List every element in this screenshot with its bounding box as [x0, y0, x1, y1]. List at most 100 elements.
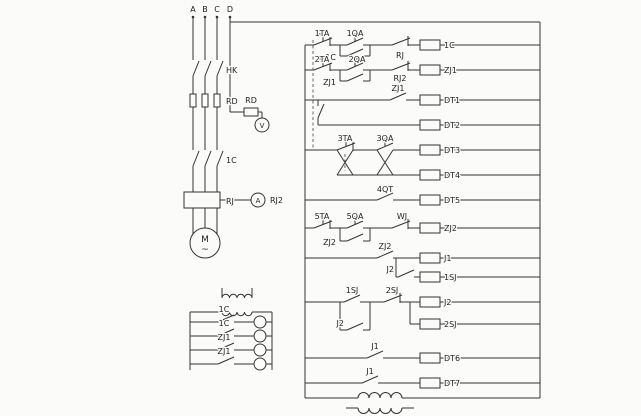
contact-1sj: [343, 294, 361, 303]
label-lamp-zj1-a: ZJ1: [218, 333, 231, 342]
lamp-symbol: [253, 343, 267, 357]
contact-zj1: [389, 92, 407, 101]
contact-hold-j2: [346, 322, 364, 331]
contact-j1-dt7: [361, 375, 379, 384]
contact-4qt: [376, 192, 394, 201]
label-j2-branch: J2: [386, 265, 394, 274]
junction-dots: [191, 15, 232, 19]
label-zj1-contact: ZJ1: [392, 84, 405, 93]
coil-label-dt4: DT4: [444, 171, 460, 180]
label-switch-hk: HK: [226, 66, 238, 75]
coil-label-dt1: DT1: [444, 96, 460, 105]
coil-label-dt3: DT3: [444, 146, 460, 155]
label-thermal-relay-rj: RJ: [226, 197, 234, 206]
label-lamp-zj1-b: ZJ1: [218, 347, 231, 356]
coil-dt6: [419, 352, 441, 364]
contact-lamp-4: [217, 356, 235, 365]
label-fuse-rd: RD: [226, 97, 238, 106]
power-wires: [192, 17, 263, 234]
label-lamp-1c-b: 1C: [219, 319, 230, 328]
voltmeter-symbol: [254, 117, 270, 133]
coil-dt2: [419, 119, 441, 131]
label-j1-dt6: J1: [370, 342, 378, 351]
control-transformer-symbol: [346, 392, 414, 414]
label-rj-contact: RJ: [396, 51, 404, 60]
label-1ta: 1TA: [315, 29, 330, 38]
lamp-symbol: [253, 315, 267, 329]
label-j1-dt7: J1: [365, 367, 373, 376]
contact-hold-zj1: [346, 73, 364, 82]
label-zj2-contact: ZJ2: [379, 242, 392, 251]
label-phase-b: B: [202, 5, 208, 14]
coil-dt5: [419, 194, 441, 206]
fuse-phase-b: [201, 93, 209, 108]
coil-label-dt7: DT7: [444, 379, 460, 388]
fuse-voltmeter: [243, 107, 259, 117]
coil-1c: [419, 39, 441, 51]
mechanical-link-dashes: [312, 40, 346, 171]
coil-dt4: [419, 169, 441, 181]
label-hold-zj1: ZJ1: [323, 78, 336, 87]
label-2sj-contact: 2SJ: [386, 286, 399, 295]
label-phase-d: D: [227, 5, 233, 14]
motor-symbol: [189, 227, 221, 259]
fuse-phase-c: [213, 93, 221, 108]
label-hold-1c: 1C: [325, 53, 336, 62]
coil-dt7: [419, 377, 441, 389]
label-motor-m: M: [201, 235, 209, 245]
coil-label-zj1: ZJ1: [444, 66, 457, 75]
thermal-relay-box: [183, 191, 221, 209]
label-hold-j2: J2: [336, 319, 344, 328]
contact-j2-branch: [397, 269, 415, 278]
label-wj: WJ: [397, 212, 407, 221]
label-ammeter: A: [256, 197, 261, 205]
contact-hold-zj2: [346, 233, 364, 242]
coil-1sj: [419, 271, 441, 283]
label-1qa: 1QA: [347, 29, 364, 38]
coil-zj2: [419, 222, 441, 234]
coil-2sj: [419, 318, 441, 330]
label-1sj-contact: 1SJ: [346, 286, 359, 295]
label-4qt: 4QT: [377, 185, 393, 194]
contact-j1-dt6: [366, 350, 384, 359]
label-2qa: 2QA: [349, 55, 366, 64]
label-branch-fuse-rd: RD: [245, 96, 257, 105]
coil-label-2sj: 2SJ: [444, 320, 457, 329]
contact-zj2: [376, 250, 394, 259]
label-5qa: 5QA: [347, 212, 364, 221]
coil-dt1: [419, 94, 441, 106]
coil-label-j2: J2: [443, 298, 451, 307]
contact-rj2: [391, 60, 411, 72]
lamp-symbol: [253, 357, 267, 371]
coil-j2: [419, 296, 441, 308]
ladder-labels: 1TA 1QA RJ 1C 1C 2TA 2QA RJ2 ZJ1 ZJ1 ZJ1…: [313, 28, 461, 390]
coil-label-j1: J1: [443, 254, 451, 263]
lamp-symbol: [253, 329, 267, 343]
coil-dt3: [419, 144, 441, 156]
label-ammeter-relay-rj2: RJ2: [270, 196, 283, 205]
lamp-transformer-symbol: [221, 293, 253, 317]
coil-label-dt2: DT2: [444, 121, 460, 130]
contact-rj: [391, 35, 411, 47]
label-motor-wave: ~: [201, 245, 209, 255]
label-lamp-1c-a: 1C: [219, 305, 230, 314]
ammeter-symbol: [250, 192, 266, 208]
coil-label-dt5: DT5: [444, 196, 460, 205]
power-labels: A B C D HK RD RD V 1C RJ A RJ2 M ~: [189, 4, 284, 257]
coil-label-1c: 1C: [444, 41, 455, 50]
label-phase-a: A: [190, 5, 196, 14]
label-rj2-contact: RJ2: [393, 74, 406, 83]
coil-zj1: [419, 64, 441, 76]
fuse-phase-a: [189, 93, 197, 108]
label-voltmeter: V: [260, 122, 265, 130]
label-contactor-1c: 1C: [226, 156, 237, 165]
label-2ta: 2TA: [315, 55, 330, 64]
ladder-wires: [230, 21, 541, 399]
label-phase-c: C: [214, 5, 220, 14]
lamp-labels: 1C 1C ZJ1 ZJ1: [216, 304, 231, 358]
label-3qa: 3QA: [377, 134, 394, 143]
coil-j1: [419, 252, 441, 264]
label-5ta: 5TA: [315, 212, 330, 221]
